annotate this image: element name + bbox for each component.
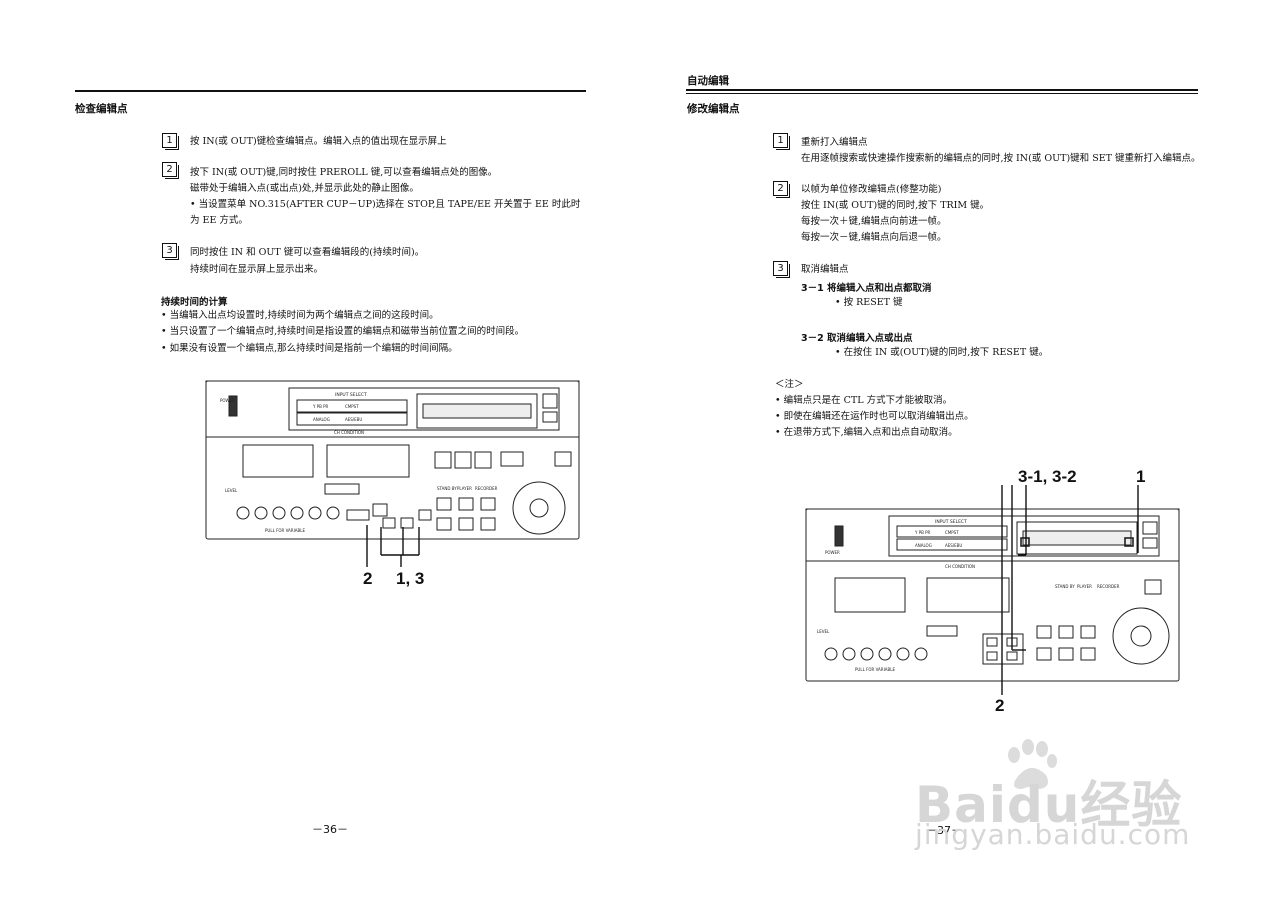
step-text: 磁带处于编辑入点(或出点)处,并显示此处的静止图像。: [190, 183, 419, 194]
duration-bullet: • 如果没有设置一个编辑点,那么持续时间是指前一个编辑的时间间隔。: [161, 343, 458, 354]
chapter-header: 自动编辑: [687, 75, 729, 87]
note-title: ＜注＞: [775, 379, 804, 390]
svg-text:RECORDER: RECORDER: [475, 486, 498, 491]
page-number: －37－: [926, 824, 962, 837]
step-number: 3: [773, 261, 790, 278]
step-text: 按住 IN(或 OUT)键的同时,按下 TRIM 键。: [801, 200, 990, 211]
step-text: 同时按住 IN 和 OUT 键可以查看编辑段的(持续时间)。: [190, 247, 425, 258]
step-text: • 当设置菜单 NO.315(AFTER CUP－UP)选择在 STOP,且 T…: [190, 199, 581, 210]
header-rule-thin: [686, 93, 1198, 94]
page-number: －36－: [312, 823, 348, 836]
svg-text:ANALOG: ANALOG: [915, 543, 932, 548]
subsection-text: • 在按住 IN 或(OUT)键的同时,按下 RESET 键。: [835, 347, 1049, 358]
callout-label: 2: [995, 696, 1005, 715]
top-rule: [75, 90, 586, 92]
step-text: 为 EE 方式。: [190, 215, 248, 226]
svg-text:LEVEL: LEVEL: [225, 488, 238, 493]
subsection-title: 3－1 将编辑入点和出点都取消: [801, 283, 932, 294]
step-number: 1: [162, 133, 179, 150]
step-text: 每按一次＋键,编辑点向前进一帧。: [801, 216, 947, 227]
svg-text:PULL FOR VARIABLE: PULL FOR VARIABLE: [855, 667, 895, 672]
svg-text:PLAYER: PLAYER: [1077, 584, 1092, 589]
callout-label: 2: [363, 569, 373, 588]
svg-text:AES/EBU: AES/EBU: [945, 543, 962, 548]
subsection-title: 3－2 取消编辑入点或出点: [801, 333, 913, 344]
step-text: 以帧为单位修改编辑点(修整功能): [801, 184, 942, 195]
step-text: 按下 IN(或 OUT)键,同时按住 PREROLL 键,可以查看编辑点处的图像…: [190, 167, 498, 178]
subsection-text: • 按 RESET 键: [835, 297, 903, 308]
note-item: • 编辑点只是在 CTL 方式下才能被取消。: [775, 395, 953, 406]
svg-text:LEVEL: LEVEL: [817, 629, 830, 634]
callout-leader-lines: [366, 525, 420, 567]
svg-text:CH CONDITION: CH CONDITION: [334, 430, 364, 435]
duration-title: 持续时间的计算: [161, 297, 228, 308]
svg-text:STAND BY: STAND BY: [437, 486, 457, 491]
step-text: 重新打入编辑点: [801, 137, 868, 148]
svg-text:POWER: POWER: [825, 550, 840, 555]
step-number: 2: [773, 181, 790, 198]
duration-bullet: • 当只设置了一个编辑点时,持续时间是指设置的编辑点和磁带当前位置之间的时间段。: [161, 326, 525, 337]
step-number: 2: [162, 162, 179, 179]
step-number: 3: [162, 243, 179, 260]
vtr-front-panel-illustration: POWER INPUT SELECT Y PB PR CMPST ANALOG …: [805, 508, 1180, 682]
step-text: 取消编辑点: [801, 264, 849, 275]
watermark-url: jingyan.baidu.com: [915, 818, 1191, 851]
vtr-front-panel-illustration: POWER INPUT SELECT Y PB PR CMPST ANALOG …: [205, 380, 580, 540]
note-item: • 在退带方式下,编辑入点和出点自动取消。: [775, 427, 958, 438]
step-text: 持续时间在显示屏上显示出来。: [190, 264, 324, 275]
step-text: 按 IN(或 OUT)键检查编辑点。编辑入点的值出现在显示屏上: [190, 136, 447, 147]
svg-text:PULL FOR VARIABLE: PULL FOR VARIABLE: [265, 528, 305, 533]
svg-text:ANALOG: ANALOG: [313, 417, 330, 422]
step-number: 1: [773, 133, 790, 150]
callout-leader-lines: [1001, 485, 1139, 695]
section-title: 修改编辑点: [687, 103, 740, 115]
note-item: • 即使在编辑还在运作时也可以取消编辑出点。: [775, 411, 974, 422]
svg-text:Y PB PR: Y PB PR: [914, 530, 931, 535]
svg-text:Y PB PR: Y PB PR: [312, 404, 329, 409]
callout-label: 1: [1136, 467, 1146, 486]
svg-text:CMPST: CMPST: [945, 530, 959, 535]
svg-text:RECORDER: RECORDER: [1097, 584, 1120, 589]
duration-bullet: • 当编辑入出点均设置时,持续时间为两个编辑点之间的这段时间。: [161, 310, 439, 321]
watermark-brand: Baidu经验: [915, 776, 1183, 834]
svg-text:CMPST: CMPST: [345, 404, 359, 409]
step-text: 每按一次－键,编辑点向后退一帧。: [801, 232, 947, 243]
svg-text:AES/EBU: AES/EBU: [345, 417, 362, 422]
paw-logo-icon: [1008, 739, 1057, 789]
step-text: 在用逐帧搜索或快速操作搜索新的编辑点的同时,按 IN(或 OUT)键和 SET …: [801, 153, 1201, 164]
callout-label: 1, 3: [396, 569, 425, 588]
svg-text:CH CONDITION: CH CONDITION: [945, 564, 975, 569]
section-title: 检查编辑点: [75, 103, 128, 115]
callout-label: 3-1, 3-2: [1018, 467, 1077, 486]
svg-text:INPUT SELECT: INPUT SELECT: [935, 519, 967, 525]
svg-text:PLAYER: PLAYER: [457, 486, 472, 491]
svg-text:POWER: POWER: [220, 398, 235, 403]
svg-text:INPUT SELECT: INPUT SELECT: [335, 392, 367, 398]
header-rule-thick: [686, 89, 1198, 91]
svg-text:STAND BY: STAND BY: [1055, 584, 1075, 589]
